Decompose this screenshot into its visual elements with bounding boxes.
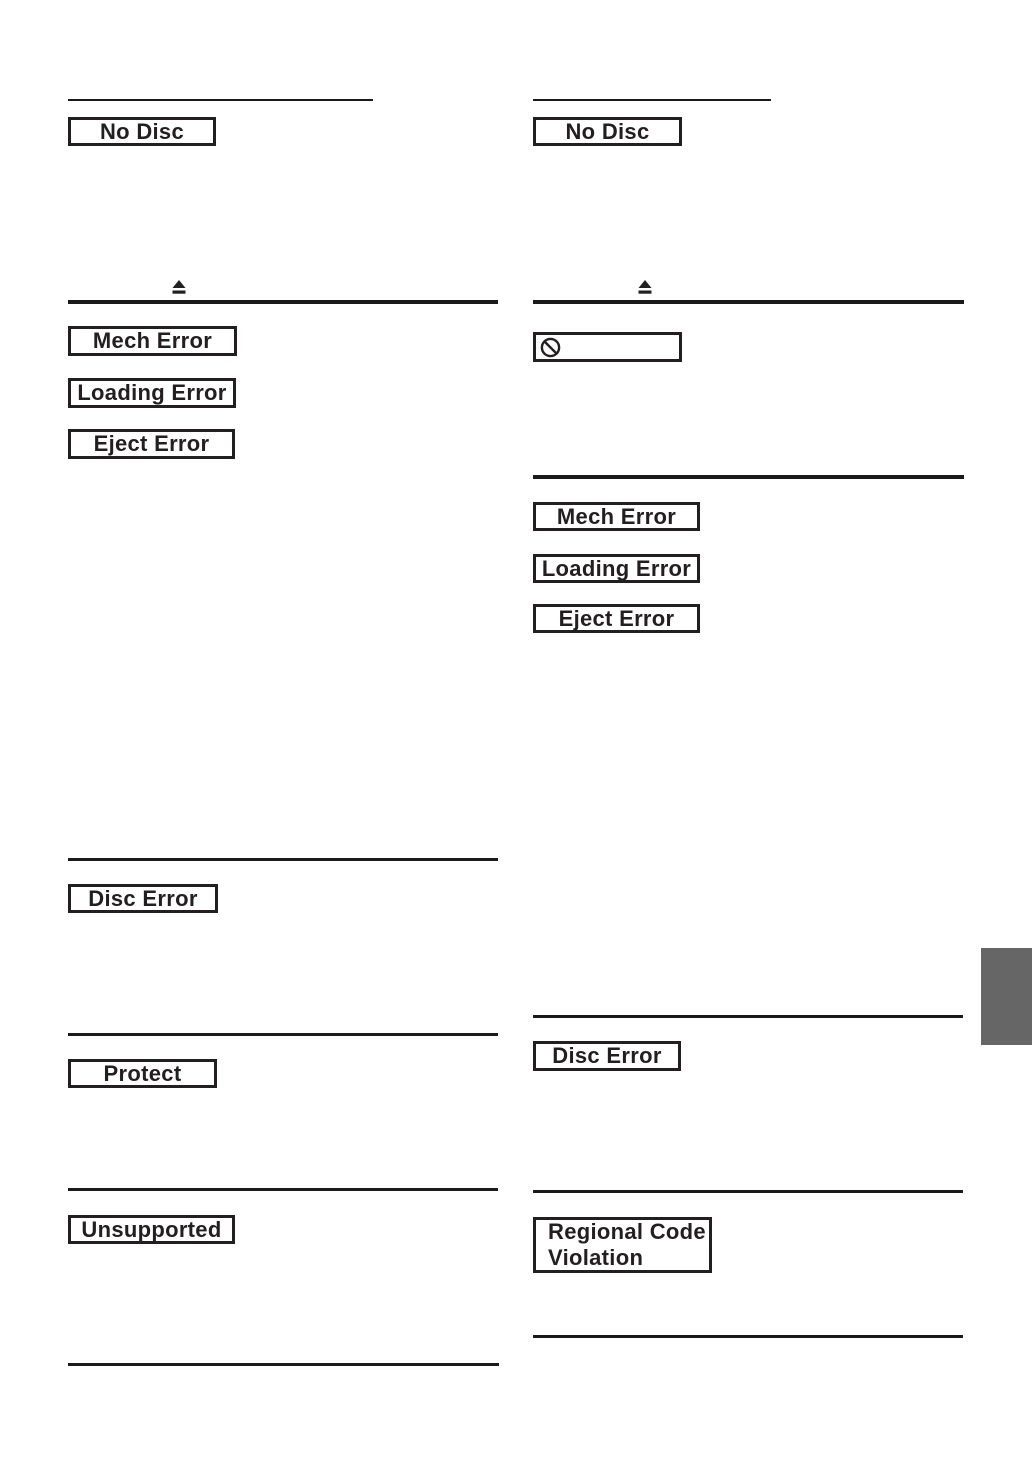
display-label: Protect xyxy=(103,1060,182,1086)
display-box-prohibited xyxy=(533,332,682,362)
left-section-rule-2 xyxy=(68,858,498,861)
display-box-protect: Protect xyxy=(68,1059,217,1088)
display-label-line2: Violation xyxy=(548,1245,644,1270)
display-box-loading-error-right: Loading Error xyxy=(533,554,700,583)
left-section-heading-rule xyxy=(68,99,373,101)
display-box-disc-error-right: Disc Error xyxy=(533,1041,681,1071)
display-label: Eject Error xyxy=(558,605,675,631)
display-label: Mech Error xyxy=(92,328,213,353)
display-label: No Disc xyxy=(565,118,650,144)
display-label-line1: Regional Code xyxy=(548,1219,706,1244)
display-box-loading-error-left: Loading Error xyxy=(68,378,236,408)
right-section-rule-3 xyxy=(533,1015,963,1018)
display-label: No Disc xyxy=(99,118,184,144)
page-edge-tab xyxy=(981,948,1032,1045)
display-box-eject-error-left: Eject Error xyxy=(68,429,235,459)
eject-icon xyxy=(638,280,652,294)
display-box-no-disc-right: No Disc xyxy=(533,117,682,146)
display-box-disc-error-left: Disc Error xyxy=(68,884,218,913)
left-section-rule-3 xyxy=(68,1033,498,1036)
display-label: Mech Error xyxy=(556,503,677,529)
left-eject-section-rule xyxy=(68,300,498,304)
left-section-rule-5 xyxy=(68,1363,499,1366)
right-section-rule-4 xyxy=(533,1190,963,1193)
display-box-mech-error-left: Mech Error xyxy=(68,326,237,356)
display-label: Disc Error xyxy=(88,885,198,911)
display-box-no-disc-left: No Disc xyxy=(68,117,216,146)
right-section-rule-5 xyxy=(533,1335,963,1338)
display-box-mech-error-right: Mech Error xyxy=(533,502,700,531)
eject-icon xyxy=(172,280,186,294)
display-label: Loading Error xyxy=(77,380,227,405)
display-label: Disc Error xyxy=(552,1043,662,1068)
left-section-rule-4 xyxy=(68,1188,498,1191)
display-label: Unsupported xyxy=(81,1216,222,1242)
right-eject-section-rule xyxy=(533,300,964,304)
prohibited-icon xyxy=(540,337,561,357)
display-box-eject-error-right: Eject Error xyxy=(533,604,700,633)
display-box-regional-code-violation: Regional Code Violation xyxy=(533,1217,712,1273)
display-box-unsupported: Unsupported xyxy=(68,1215,235,1244)
right-section-rule-2 xyxy=(533,475,964,479)
display-label: Eject Error xyxy=(93,431,210,456)
right-section-heading-rule xyxy=(533,99,771,101)
display-label: Loading Error xyxy=(541,555,692,581)
